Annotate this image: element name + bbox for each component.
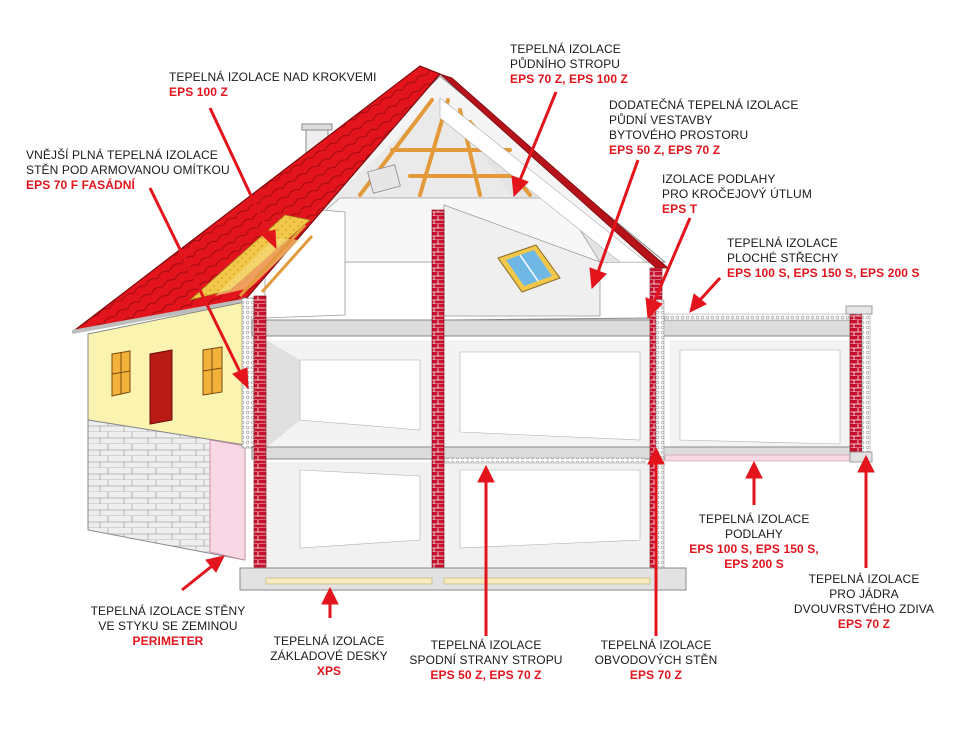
arrow-krocejovy bbox=[645, 217, 692, 320]
label-podlahy-line-1: TEPELNÁ IZOLACE bbox=[698, 512, 810, 526]
label-spodni-line-2: SPODNÍ STRANY STROPU bbox=[409, 653, 563, 667]
label-obvodovych-product: EPS 70 Z bbox=[629, 668, 683, 682]
facade-left bbox=[87, 297, 255, 561]
label-zakladove-line-1: TEPELNÁ IZOLACE bbox=[273, 634, 385, 648]
arrow-dodatecna bbox=[589, 159, 640, 290]
label-vnejsi-line-2: STĚN POD ARMOVANOU OMÍTKOU bbox=[26, 163, 230, 177]
label-jadra-line-3: DVOUVRSTVÉHO ZDIVA bbox=[793, 602, 935, 616]
label-jadra-line-2: PRO JÁDRA bbox=[829, 587, 899, 601]
label-ploche-product: EPS 100 S, EPS 150 S, EPS 200 S bbox=[727, 266, 920, 280]
label-vnejsi-product: EPS 70 F FASÁDNÍ bbox=[26, 178, 135, 192]
label-podlahy: TEPELNÁ IZOLACE PODLAHY EPS 100 S, EPS 1… bbox=[684, 512, 824, 572]
label-pudni-strop-product: EPS 70 Z, EPS 100 Z bbox=[510, 72, 628, 86]
label-krocejovy-line-1: IZOLACE PODLAHY bbox=[662, 172, 776, 186]
label-dodatecna-line-2: PŮDNÍ VESTAVBY bbox=[609, 113, 713, 127]
label-perimeter-line-1: TEPELNÁ IZOLACE STĚNY bbox=[90, 604, 246, 618]
label-krocejovy-product: EPS T bbox=[662, 202, 698, 216]
label-podlahy-product-2: EPS 200 S bbox=[724, 557, 784, 571]
arrow-perimeter bbox=[181, 555, 225, 592]
label-pudni-strop-line-1: TEPELNÁ IZOLACE bbox=[510, 42, 621, 56]
label-krocejovy-line-2: PRO KROČEJOVÝ ÚTLUM bbox=[662, 187, 812, 201]
label-jadra-line-1: TEPELNÁ IZOLACE bbox=[808, 572, 920, 586]
label-zakladove-product: XPS bbox=[316, 664, 342, 678]
label-vnejsi: VNĚJŠÍ PLNÁ TEPELNÁ IZOLACE STĚN POD ARM… bbox=[26, 148, 230, 193]
arrow-obvodovych bbox=[647, 446, 665, 636]
arrow-pudni-strop bbox=[511, 91, 558, 198]
label-zakladove: TEPELNÁ IZOLACE ZÁKLADOVÉ DESKY XPS bbox=[262, 634, 396, 679]
arrow-zakladove bbox=[321, 586, 339, 618]
label-jadra: TEPELNÁ IZOLACE PRO JÁDRA DVOUVRSTVÉHO Z… bbox=[792, 572, 936, 632]
attic-interior bbox=[250, 75, 667, 319]
label-ploche: TEPELNÁ IZOLACE PLOCHÉ STŘECHY EPS 100 S… bbox=[727, 236, 920, 281]
label-dodatecna: DODATEČNÁ TEPELNÁ IZOLACE PŮDNÍ VESTAVBY… bbox=[609, 98, 798, 158]
label-pudni-strop: TEPELNÁ IZOLACE PŮDNÍHO STROPU EPS 70 Z,… bbox=[510, 42, 628, 87]
label-dodatecna-line-1: DODATEČNÁ TEPELNÁ IZOLACE bbox=[609, 98, 799, 112]
label-krocejovy: IZOLACE PODLAHY PRO KROČEJOVÝ ÚTLUM EPS … bbox=[662, 172, 812, 217]
label-zakladove-line-2: ZÁKLADOVÉ DESKY bbox=[270, 649, 388, 663]
label-dodatecna-product: EPS 50 Z, EPS 70 Z bbox=[609, 143, 721, 157]
label-obvodovych-line-1: TEPELNÁ IZOLACE bbox=[600, 638, 712, 652]
label-pudni-strop-line-2: PŮDNÍHO STROPU bbox=[510, 57, 621, 71]
label-ploche-line-1: TEPELNÁ IZOLACE bbox=[727, 236, 838, 250]
arrow-krokve bbox=[208, 107, 277, 250]
roof bbox=[71, 65, 670, 334]
arrow-jadra bbox=[857, 454, 875, 568]
label-perimeter: TEPELNÁ IZOLACE STĚNY VE STYKU SE ZEMINO… bbox=[88, 604, 248, 649]
label-podlahy-line-2: PODLAHY bbox=[724, 527, 784, 541]
label-dodatecna-line-3: BYTOVÉHO PROSTORU bbox=[609, 128, 749, 142]
arrow-spodni bbox=[477, 464, 495, 636]
label-krokve-line-1: TEPELNÁ IZOLACE NAD KROKVEMI bbox=[169, 70, 377, 84]
label-perimeter-line-2: VE STYKU SE ZEMINOU bbox=[98, 619, 238, 633]
arrow-ploche bbox=[689, 276, 722, 313]
label-obvodovych-line-2: OBVODOVÝCH STĚN bbox=[594, 653, 718, 667]
foundation bbox=[239, 451, 873, 591]
arrow-vnejsi bbox=[148, 187, 249, 390]
label-ploche-line-2: PLOCHÉ STŘECHY bbox=[727, 251, 839, 265]
interior-rooms bbox=[266, 340, 850, 570]
pointer-arrows bbox=[148, 91, 875, 636]
window-left-1 bbox=[111, 350, 131, 397]
label-jadra-product: EPS 70 Z bbox=[837, 617, 891, 631]
label-perimeter-product: PERIMETER bbox=[132, 634, 204, 648]
brick-walls bbox=[253, 209, 873, 571]
label-spodni-line-1: TEPELNÁ IZOLACE bbox=[430, 638, 542, 652]
skylight bbox=[497, 244, 561, 293]
label-vnejsi-line-1: VNĚJŠÍ PLNÁ TEPELNÁ IZOLACE bbox=[26, 148, 218, 162]
label-spodni: TEPELNÁ IZOLACE SPODNÍ STRANY STROPU EPS… bbox=[408, 638, 564, 683]
label-podlahy-product: EPS 100 S, EPS 150 S, bbox=[689, 542, 819, 556]
arrow-podlahy bbox=[745, 460, 763, 505]
label-krokve: TEPELNÁ IZOLACE NAD KROKVEMI EPS 100 Z bbox=[169, 70, 377, 100]
label-obvodovych: TEPELNÁ IZOLACE OBVODOVÝCH STĚN EPS 70 Z bbox=[586, 638, 726, 683]
label-spodni-product: EPS 50 Z, EPS 70 Z bbox=[430, 668, 542, 682]
label-krokve-product: EPS 100 Z bbox=[169, 85, 228, 99]
window-left-2 bbox=[202, 346, 223, 396]
